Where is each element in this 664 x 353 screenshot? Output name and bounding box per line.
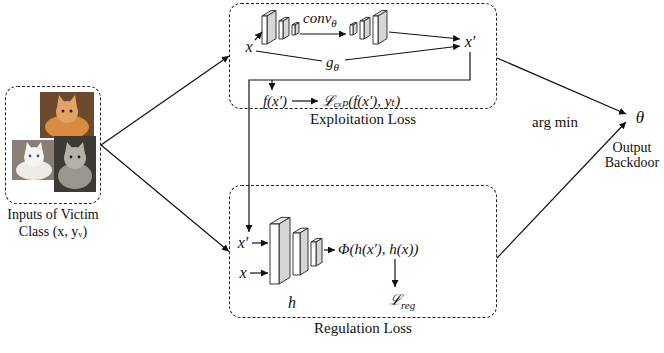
layer-block xyxy=(293,228,308,275)
input-symbol: x xyxy=(239,264,246,282)
block-face xyxy=(262,16,267,44)
output-symbol: x′ xyxy=(465,33,476,51)
drawing-part xyxy=(70,110,73,113)
drawing-part xyxy=(324,249,335,250)
drawing-part xyxy=(497,122,626,258)
drawing-part xyxy=(389,32,460,39)
drawing-part xyxy=(77,142,85,154)
drawing-part xyxy=(271,80,272,90)
drawing-part xyxy=(62,110,65,113)
distance-term: Φ(h(x′), h(x)) xyxy=(338,241,419,258)
drawing-part xyxy=(25,142,32,153)
parameter-subscript: θ xyxy=(331,17,336,29)
network-name: h xyxy=(288,294,296,312)
drawing-part xyxy=(78,156,81,159)
layer-block xyxy=(292,23,299,35)
drawing-part xyxy=(70,156,73,159)
drawing-part xyxy=(36,142,43,153)
drawing-part xyxy=(37,155,40,158)
drawing-part xyxy=(256,51,322,61)
drawing-part xyxy=(65,142,73,154)
drawing-part xyxy=(345,46,460,60)
block-face xyxy=(267,11,276,44)
drawing-part xyxy=(54,136,96,192)
drawing-part xyxy=(255,32,262,40)
drawing-part xyxy=(252,242,268,243)
block-face xyxy=(295,23,299,35)
block-face xyxy=(279,21,283,39)
block-face xyxy=(360,21,364,39)
drawing-part xyxy=(57,95,65,107)
block-face xyxy=(364,17,370,39)
cat-photo xyxy=(40,92,94,139)
block-face xyxy=(350,25,353,35)
output-symbol: θ xyxy=(636,109,644,128)
layer-block xyxy=(373,11,387,44)
block-face xyxy=(292,25,295,35)
block-face xyxy=(316,238,322,266)
layer-block xyxy=(311,238,322,266)
loss-subscript: reg xyxy=(401,299,415,311)
drawing-part xyxy=(249,52,470,232)
block-face xyxy=(270,224,279,284)
flow-lines xyxy=(249,32,626,287)
group-heading: Exploitation Loss xyxy=(263,111,463,128)
block-face xyxy=(283,17,289,39)
layer-block xyxy=(262,11,276,44)
input-symbol: x′ xyxy=(238,234,249,252)
flow-arrow xyxy=(101,56,229,145)
input-symbol: x xyxy=(245,38,252,56)
flow-arrow xyxy=(101,145,229,252)
block-face xyxy=(378,11,387,44)
block-face xyxy=(311,242,316,266)
group-heading: Inputs of Victim Class (x, yᵥ) xyxy=(3,206,103,240)
cat-photo xyxy=(54,136,96,192)
drawing-part xyxy=(497,58,626,114)
drawing-part xyxy=(300,33,346,34)
model-output: f(x′) xyxy=(263,93,287,110)
layer-block xyxy=(279,17,289,39)
loss-term: ℒₑₓₚ(f(x′), yₜ) xyxy=(322,93,400,110)
layer-block xyxy=(270,217,290,284)
block-face xyxy=(293,233,300,275)
operator-name: conv xyxy=(303,10,331,27)
block-face xyxy=(353,23,357,35)
drawing-part xyxy=(69,95,77,107)
loss-term: ℒ xyxy=(389,292,401,309)
block-face xyxy=(279,217,290,284)
drawing-part xyxy=(394,259,395,287)
operator-name: g xyxy=(326,54,334,71)
layer-block xyxy=(350,23,357,35)
group-heading: Regulation Loss xyxy=(263,320,463,337)
drawing-part xyxy=(12,140,56,180)
block-face xyxy=(300,228,308,275)
drawing-part xyxy=(29,155,32,158)
parameter-subscript: θ xyxy=(334,61,339,73)
operator-name: arg min xyxy=(532,114,578,131)
block-face xyxy=(373,16,378,44)
cat-photo xyxy=(12,140,56,180)
layer-block xyxy=(360,17,370,39)
input-group: Inputs of Victim Class (x, yᵥ) xyxy=(5,86,101,204)
drawing-part xyxy=(250,272,268,273)
drawing-part xyxy=(292,100,318,101)
drawing-part xyxy=(40,92,94,138)
output-caption: Output Backdoor xyxy=(602,140,662,171)
